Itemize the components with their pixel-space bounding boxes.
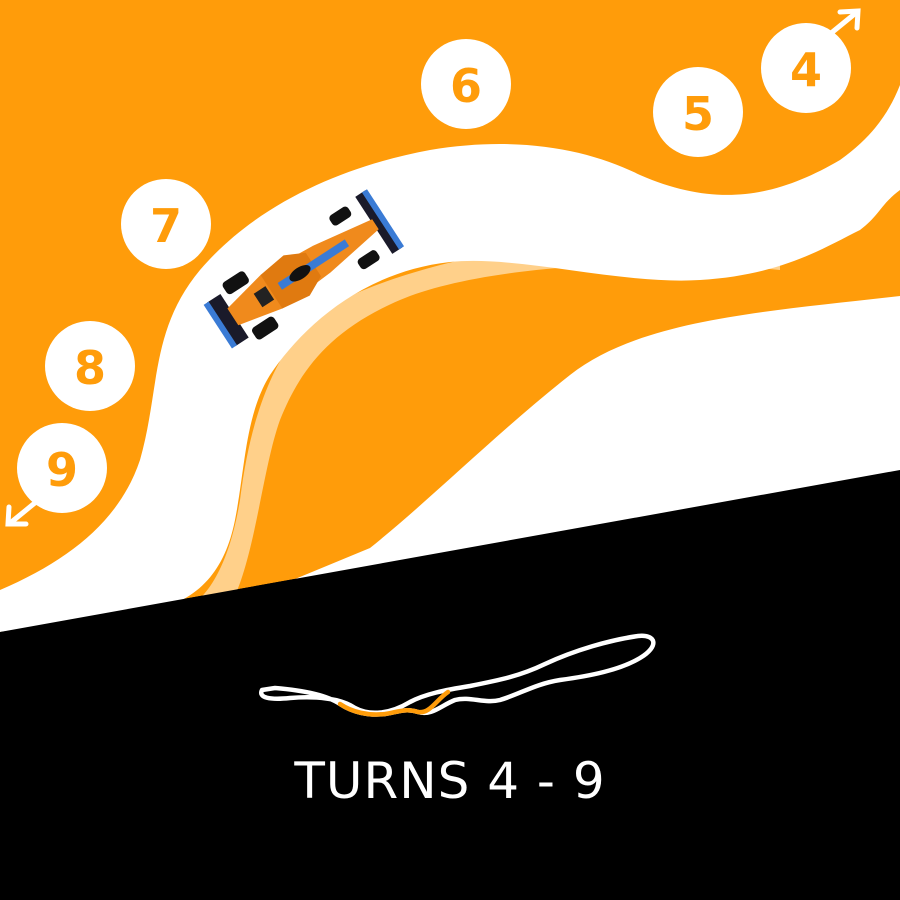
turn-marker-4: 4 [761, 23, 851, 113]
svg-text:5: 5 [682, 87, 714, 141]
turn-marker-7: 7 [121, 179, 211, 269]
track-inner-edge [180, 235, 780, 612]
svg-text:6: 6 [450, 59, 482, 113]
circuit-map-icon [259, 633, 656, 717]
svg-text:8: 8 [74, 341, 106, 395]
turns-caption: TURNS 4 - 9 [294, 752, 606, 810]
track-surface [0, 85, 900, 632]
track-lower-ribbon [230, 296, 900, 606]
black-panel [0, 470, 900, 900]
turn-marker-5: 5 [653, 67, 743, 157]
race-car-icon [203, 189, 405, 349]
turn-marker-6: 6 [421, 39, 511, 129]
svg-text:7: 7 [150, 199, 182, 253]
turn-marker-8: 8 [45, 321, 135, 411]
turn-marker-9: 9 [17, 423, 107, 513]
arrow-down-left-icon [5, 499, 39, 527]
svg-text:9: 9 [46, 443, 78, 497]
arrow-up-right-icon [827, 8, 861, 37]
svg-text:4: 4 [790, 43, 822, 97]
